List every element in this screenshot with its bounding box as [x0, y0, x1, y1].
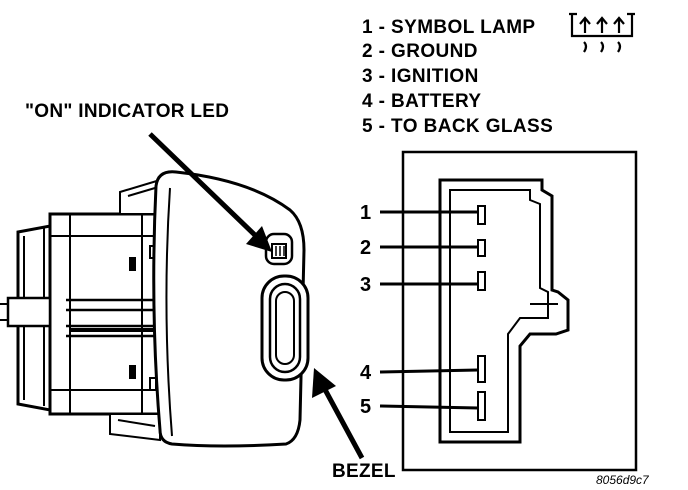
bezel-arrow	[312, 368, 365, 460]
pin-terminal-5	[477, 391, 486, 421]
legend-item-battery: 4 - BATTERY	[362, 91, 481, 112]
push-button	[260, 274, 310, 382]
led-arrow	[148, 132, 272, 252]
pin-number-2: 2	[360, 237, 371, 259]
pin-terminal-3	[477, 271, 486, 291]
switch-assembly	[0, 170, 310, 448]
legend-item-symbol-lamp: 1 - SYMBOL LAMP	[362, 17, 536, 38]
pin-numbers: 1 2 3 4 5	[360, 202, 372, 418]
legend: 1 - SYMBOL LAMP 2 - GROUND 3 - IGNITION …	[362, 12, 635, 137]
pin-terminal-4	[477, 355, 486, 383]
legend-item-ignition: 3 - IGNITION	[362, 66, 479, 87]
figure-id: 8056d9c7	[596, 473, 650, 487]
switch-housing	[0, 178, 162, 442]
pin-terminal-2	[477, 239, 486, 257]
legend-item-to-back-glass: 5 - TO BACK GLASS	[362, 116, 553, 137]
pin-number-4: 4	[360, 362, 372, 384]
connector	[379, 150, 638, 472]
pin-number-5: 5	[360, 396, 371, 418]
pin-number-1: 1	[360, 202, 371, 224]
on-indicator-led-label: "ON" INDICATOR LED	[25, 101, 229, 122]
bezel-label: BEZEL	[332, 461, 396, 482]
pin-leaders	[379, 210, 479, 410]
pin-number-3: 3	[360, 274, 371, 296]
legend-item-ground: 2 - GROUND	[362, 41, 478, 62]
rear-defrost-symbol-icon	[569, 12, 635, 53]
pin-terminal-1	[477, 205, 486, 225]
